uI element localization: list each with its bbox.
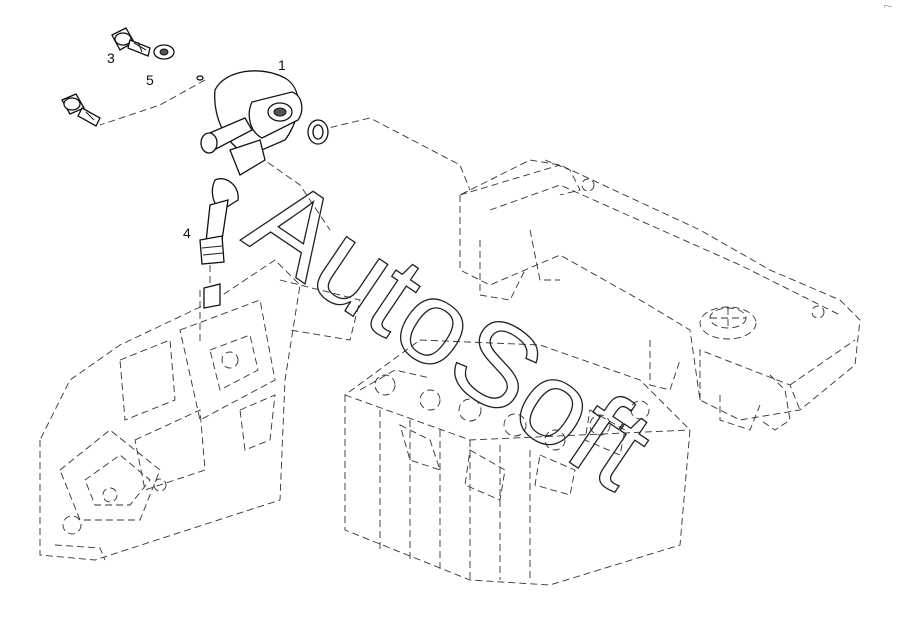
- breather-housing-part-1: [200, 70, 329, 176]
- cylinder-head: [344, 339, 691, 586]
- washer-part-5: [153, 44, 204, 81]
- mounting-bolt: [61, 93, 101, 127]
- callout-1: 1: [278, 57, 286, 73]
- callout-4: 4: [183, 225, 191, 241]
- engine-front-cover: [39, 259, 361, 561]
- callout-5: 5: [146, 72, 154, 88]
- leader-lines: [99, 79, 471, 290]
- callout-3: 3: [107, 50, 115, 66]
- bolt-part-3: [111, 27, 151, 57]
- valve-cover: [459, 159, 861, 431]
- corner-mark: ⌐–: [884, 3, 892, 10]
- watermark-text: AutoSoft: [225, 152, 674, 515]
- hose-part-4: [199, 178, 239, 309]
